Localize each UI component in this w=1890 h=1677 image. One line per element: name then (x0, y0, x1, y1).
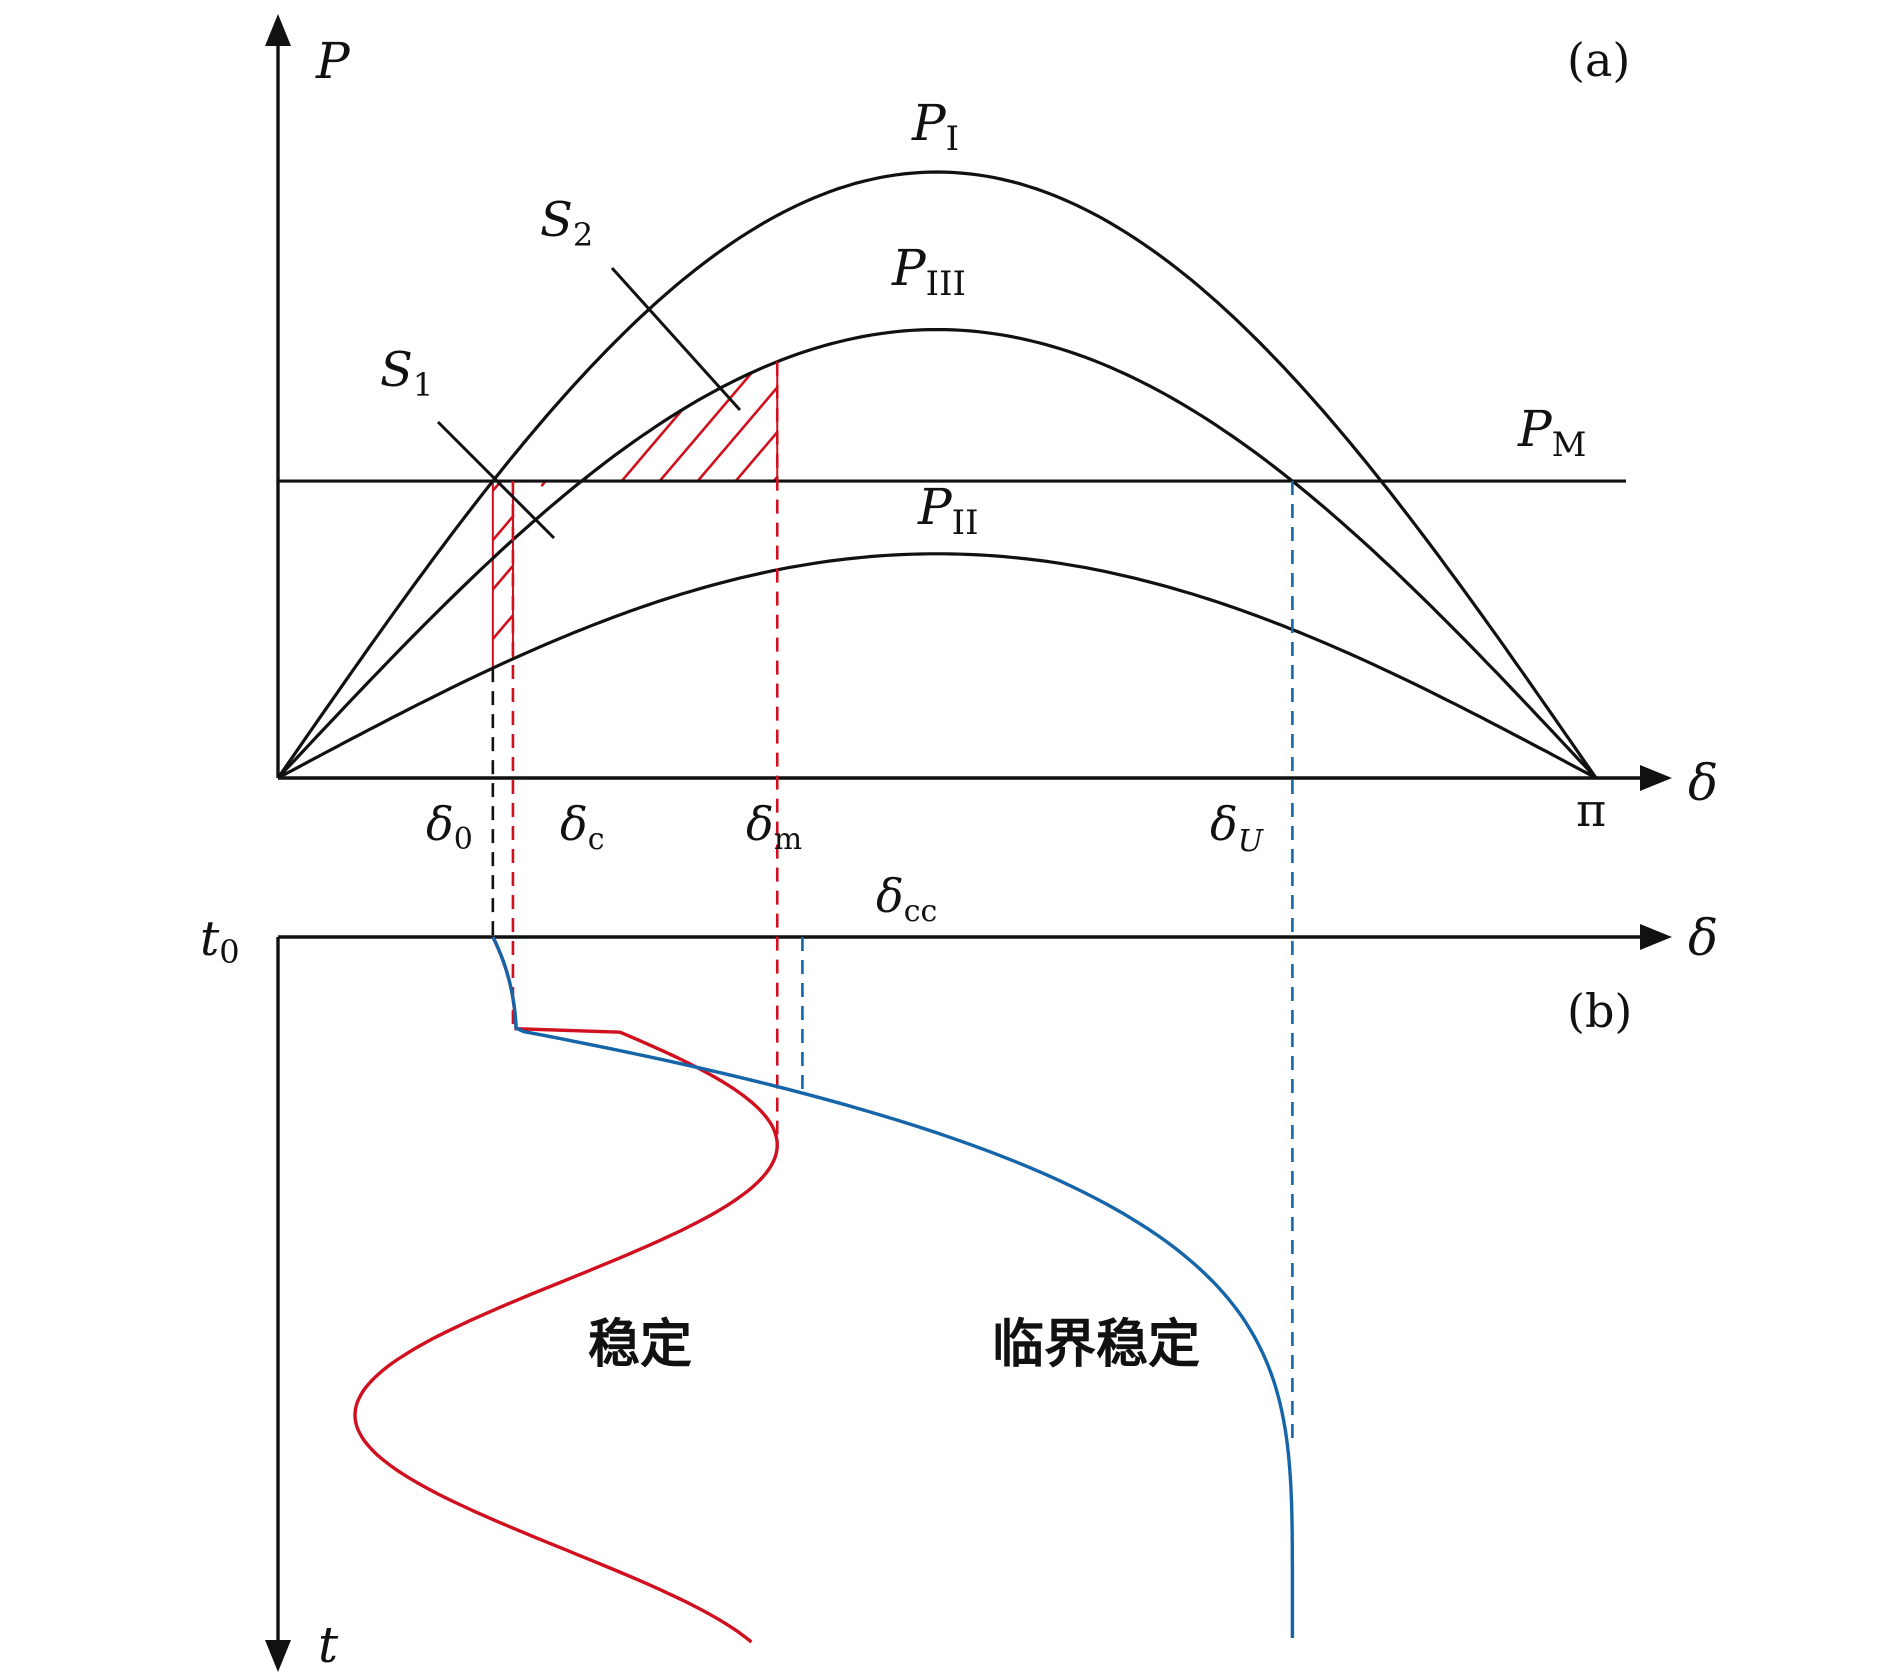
hatch-line (692, 361, 778, 487)
area-s1-outline (491, 480, 514, 670)
delta-axis-a-arrow (1640, 765, 1672, 791)
delta-axis-b-arrow (1640, 924, 1672, 950)
panel-a-label: (a) (1567, 33, 1630, 87)
label-critical: 临界稳定 (992, 1315, 1200, 1375)
t-axis-label: t (318, 1616, 339, 1674)
label-delta-m: δm (746, 797, 802, 857)
label-stable: 稳定 (588, 1315, 692, 1375)
hatch-line (351, 325, 488, 487)
hatch-line (504, 481, 513, 669)
delta-axis-b-label: δ (1688, 909, 1718, 967)
label-p-iii: PIII (891, 239, 966, 304)
hatch-line (730, 361, 778, 487)
t0-label: t0 (200, 911, 240, 971)
p-axis-arrow (265, 14, 291, 46)
label-p-m: PM (1517, 400, 1586, 465)
curve-p-ii (277, 552, 1597, 780)
trajectory-critical (491, 936, 1295, 1638)
curve-p-i (276, 170, 1598, 779)
hatch-line (492, 481, 513, 669)
label-delta-u: δU (1210, 797, 1265, 859)
delta-axis-a-label: δ (1688, 754, 1718, 812)
area-s2-hatch (351, 325, 778, 487)
label-delta-c: δc (560, 797, 605, 857)
hatch-line (654, 361, 778, 487)
label-p-ii: PII (917, 478, 979, 543)
label-p-i: PI (911, 94, 959, 159)
label-delta-0: δ0 (426, 797, 473, 857)
trajectory-stable (353, 936, 779, 1644)
hatch-line (296, 476, 464, 673)
t-axis-arrow (265, 1640, 291, 1672)
hatch-line (578, 361, 718, 487)
p-axis-label: P (315, 32, 351, 90)
hatch-line (512, 361, 566, 487)
curve-p-iii (276, 328, 1598, 780)
label-pi: π (1576, 783, 1606, 837)
hatch-line (768, 361, 778, 487)
leader-s2 (610, 266, 742, 412)
panel-b-label: (b) (1567, 984, 1632, 1038)
label-s2: S2 (540, 192, 593, 254)
hatch-line (512, 361, 604, 487)
leader-s1 (436, 420, 556, 540)
label-delta-cc: δcc (876, 869, 937, 929)
label-s1: S1 (380, 342, 433, 404)
hatch-line (512, 361, 642, 487)
area-s1-hatch (296, 476, 513, 673)
